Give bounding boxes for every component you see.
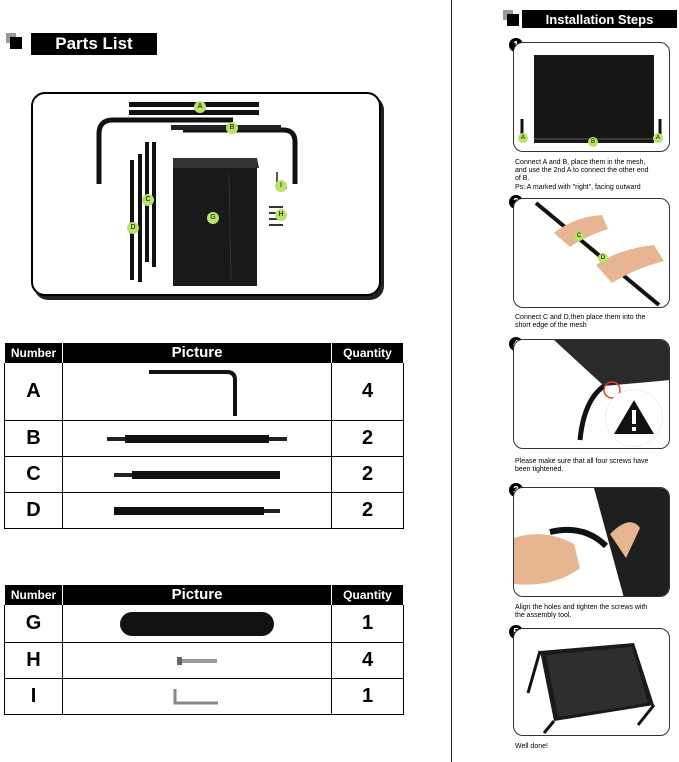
step-5-illustration (526, 643, 656, 734)
part-picture (62, 362, 332, 421)
part-number: B (4, 420, 63, 457)
part-number: G (4, 604, 63, 643)
label-badge: D (598, 253, 608, 263)
warning-icon (606, 390, 662, 446)
table-row: A 4 (4, 362, 404, 421)
parts-table-accessories: Number Picture Quantity G 1 H 4 I (4, 584, 404, 715)
step-photo (513, 487, 670, 597)
step-4-illustration (554, 340, 669, 441)
step-caption: Well done! (515, 743, 548, 750)
part-quantity: 1 (331, 678, 404, 715)
part-number: C (4, 456, 63, 493)
label-badge: I (275, 180, 287, 192)
table-row: D 2 (4, 492, 404, 529)
part-picture (62, 642, 332, 679)
label-badge: C (574, 231, 584, 241)
part-quantity: 2 (331, 420, 404, 457)
part-quantity: 4 (331, 642, 404, 679)
step-3-illustration (514, 488, 669, 596)
parts-photo: A B C D G I H (31, 92, 381, 296)
part-number: D (4, 492, 63, 529)
part-picture (62, 492, 332, 529)
part-picture (62, 678, 332, 715)
step-photo (513, 339, 670, 449)
part-quantity: 2 (331, 456, 404, 493)
column-header-picture: Picture (62, 584, 332, 605)
part-picture (62, 604, 332, 643)
heading-square-icon (503, 10, 519, 26)
column-header-number: Number (4, 342, 63, 363)
step-caption: Align the holes and tighten the screws w… (515, 604, 648, 620)
label-badge: B (226, 122, 238, 134)
column-header-number: Number (4, 584, 63, 605)
label-badge: H (275, 209, 287, 221)
label-badge: B (588, 137, 598, 147)
label-badge: A (518, 133, 528, 143)
bar-b-picture (107, 434, 287, 443)
part-number: A (4, 362, 63, 421)
part-quantity: 4 (331, 362, 404, 421)
step-1-illustration (520, 55, 662, 143)
part-picture (62, 420, 332, 457)
parts-list-title: Parts List (31, 33, 157, 55)
part-quantity: 1 (331, 604, 404, 643)
label-badge: A (653, 133, 663, 143)
step-caption: Please make sure that all four screws ha… (515, 458, 649, 474)
parts-table-frame: Number Picture Quantity A 4 B 2 C (4, 342, 404, 529)
step-photo: C D (513, 198, 670, 308)
table-row: I 1 (4, 678, 404, 715)
table-row: H 4 (4, 642, 404, 679)
parts-illustration (96, 102, 298, 286)
part-quantity: 2 (331, 492, 404, 529)
part-number: I (4, 678, 63, 715)
wrench-i-picture (173, 688, 218, 704)
step-photo: A B A (513, 42, 670, 152)
column-header-quantity: Quantity (331, 342, 404, 363)
step-2-illustration (534, 201, 664, 307)
table-row: G 1 (4, 604, 404, 643)
label-badge: D (127, 222, 139, 234)
heading-square-icon (6, 33, 22, 49)
table-row: C 2 (4, 456, 404, 493)
installation-steps-title: Installation Steps (522, 10, 677, 28)
screw-h-picture (177, 656, 217, 665)
column-header-picture: Picture (62, 342, 332, 363)
label-badge: C (142, 194, 154, 206)
column-divider (451, 0, 452, 762)
step-caption: Connect A and B, place them in the mesh,… (515, 159, 649, 191)
label-badge: G (207, 212, 219, 224)
step-photo (513, 628, 670, 736)
part-number: H (4, 642, 63, 679)
part-picture (62, 456, 332, 493)
table-row: B 2 (4, 420, 404, 457)
bar-d-picture (114, 506, 280, 515)
frame-a-picture (149, 369, 237, 416)
mesh-g-picture (120, 611, 274, 636)
bar-c-picture (114, 470, 280, 479)
step-caption: Connect C and D,then place them into the… (515, 314, 646, 330)
column-header-quantity: Quantity (331, 584, 404, 605)
label-badge: A (194, 101, 206, 113)
